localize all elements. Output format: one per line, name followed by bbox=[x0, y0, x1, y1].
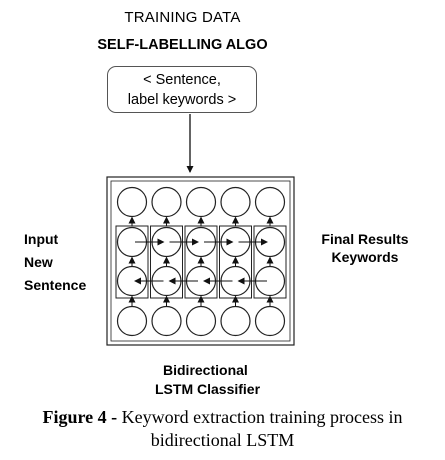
caption-label: Figure 4 - bbox=[42, 407, 118, 427]
bidirectional-lstm-classifier-label: Bidirectional LSTM Classifier bbox=[135, 361, 285, 399]
input-label-line2: New Sentence bbox=[24, 254, 87, 293]
output-node bbox=[185, 186, 217, 218]
input-new-sentence-label: Input New Sentence bbox=[10, 228, 87, 297]
classifier-label-line2: LSTM Classifier bbox=[155, 381, 261, 397]
output-node bbox=[151, 186, 182, 218]
results-label-line2: Keywords bbox=[331, 249, 399, 265]
input-node bbox=[254, 305, 286, 337]
input-node bbox=[220, 305, 251, 337]
figure-caption: Figure 4 - Keyword extraction training p… bbox=[0, 406, 445, 452]
sentence-label-box: < Sentence, label keywords > bbox=[107, 66, 257, 113]
input-label-line1: Input bbox=[24, 231, 59, 247]
output-node bbox=[220, 186, 251, 218]
caption-text: Keyword extraction training process in bbox=[117, 407, 403, 427]
caption-text-line2: bidirectional LSTM bbox=[150, 430, 295, 450]
network-outer-frame bbox=[106, 176, 295, 346]
sentence-label-line1: < Sentence, bbox=[143, 71, 221, 88]
self-labelling-algo-title: SELF-LABELLING ALGO bbox=[97, 37, 268, 53]
classifier-label-line1: Bidirectional bbox=[163, 362, 248, 378]
input-node bbox=[185, 305, 217, 337]
input-node bbox=[151, 305, 182, 337]
sentence-label-line2: label keywords > bbox=[127, 91, 237, 108]
results-label-line1: Final Results bbox=[321, 231, 409, 247]
final-results-keywords-label: Final Results Keywords bbox=[305, 231, 425, 265]
output-node bbox=[254, 186, 286, 218]
output-node bbox=[116, 186, 148, 218]
network-inner-frame bbox=[110, 180, 291, 342]
input-node bbox=[116, 305, 148, 337]
training-data-title: TRAINING DATA bbox=[124, 9, 241, 26]
